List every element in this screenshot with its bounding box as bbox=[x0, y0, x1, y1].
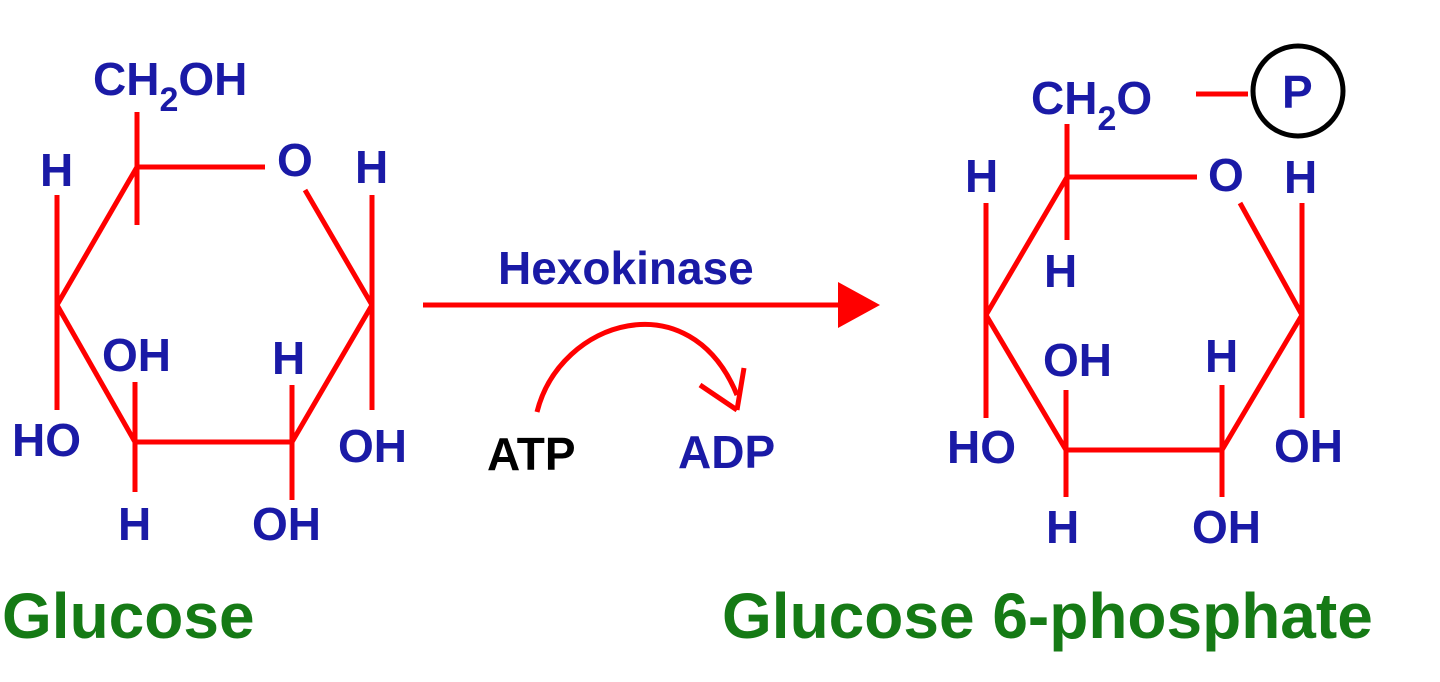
glucose-molecule: CH2OH O H H OH H HO OH H OH Glucose bbox=[2, 53, 407, 652]
g6p-bond-c4-c5 bbox=[983, 175, 1070, 317]
glucose-c3-hydrogen: H bbox=[118, 498, 151, 550]
glucose-bond-o-c1 bbox=[302, 188, 375, 307]
g6p-c4-hydroxyl: HO bbox=[947, 421, 1016, 473]
g6p-bond-c1-c2 bbox=[1219, 313, 1305, 452]
reaction-arrowhead bbox=[838, 282, 880, 328]
glucose6p-ring-bonds bbox=[983, 174, 1305, 453]
phosphate-label: P bbox=[1282, 66, 1313, 118]
g6p-c1-hydrogen: H bbox=[1284, 151, 1317, 203]
glucose6p-molecule: P CH2O O H H H OH H HO OH H OH Glucose 6… bbox=[722, 43, 1373, 652]
glucose-ch2oh-label: CH2OH bbox=[93, 53, 247, 119]
g6p-c3-hydroxyl: OH bbox=[1043, 334, 1112, 386]
glucose-c1-hydrogen: H bbox=[355, 141, 388, 193]
glucose-bond-c1-c2 bbox=[289, 303, 375, 444]
cofactor-arrowhead-left bbox=[698, 382, 739, 413]
glucose-title: Glucose bbox=[2, 580, 255, 652]
glucose-bond-c4-c5 bbox=[54, 165, 140, 307]
g6p-bond-c3-c4 bbox=[983, 313, 1069, 452]
glucose-substituent-bonds bbox=[54, 112, 375, 500]
phosphate-circle bbox=[1250, 43, 1346, 139]
g6p-c3-hydrogen: H bbox=[1046, 501, 1079, 553]
adp-label: ADP bbox=[678, 426, 775, 478]
g6p-ring-oxygen: O bbox=[1208, 149, 1244, 201]
glucose-c2-hydrogen: H bbox=[272, 332, 305, 384]
g6p-c5-hydrogen: H bbox=[1044, 245, 1077, 297]
atp-label: ATP bbox=[487, 428, 576, 480]
glucose-c1-hydroxyl: OH bbox=[338, 420, 407, 472]
g6p-bond-o-c1 bbox=[1237, 201, 1305, 317]
glucose-c4-hydroxyl: HO bbox=[12, 414, 81, 466]
glucose-ring-bonds bbox=[54, 164, 375, 445]
glucose-c3-hydroxyl: OH bbox=[102, 329, 171, 381]
g6p-c2-hydrogen: H bbox=[1205, 330, 1238, 382]
g6p-c2-hydroxyl: OH bbox=[1192, 501, 1261, 553]
glucose-bond-c3-c4 bbox=[54, 303, 138, 444]
g6p-ch2o-label: CH2O bbox=[1031, 72, 1152, 138]
glucose6p-substituent-bonds bbox=[983, 91, 1305, 497]
cofactor-arrowhead-right bbox=[734, 367, 747, 411]
glucose-c4-hydrogen: H bbox=[40, 144, 73, 196]
cofactor-curved-arrow bbox=[534, 321, 740, 413]
glucose-c2-hydroxyl: OH bbox=[252, 498, 321, 550]
glucose-ring-oxygen: O bbox=[277, 134, 313, 186]
g6p-c4-hydrogen: H bbox=[965, 150, 998, 202]
enzyme-label: Hexokinase bbox=[498, 242, 754, 294]
glucose6p-title: Glucose 6-phosphate bbox=[722, 580, 1373, 652]
g6p-c1-hydroxyl: OH bbox=[1274, 420, 1343, 472]
reaction-arrow-group: Hexokinase ATP ADP bbox=[423, 242, 880, 480]
